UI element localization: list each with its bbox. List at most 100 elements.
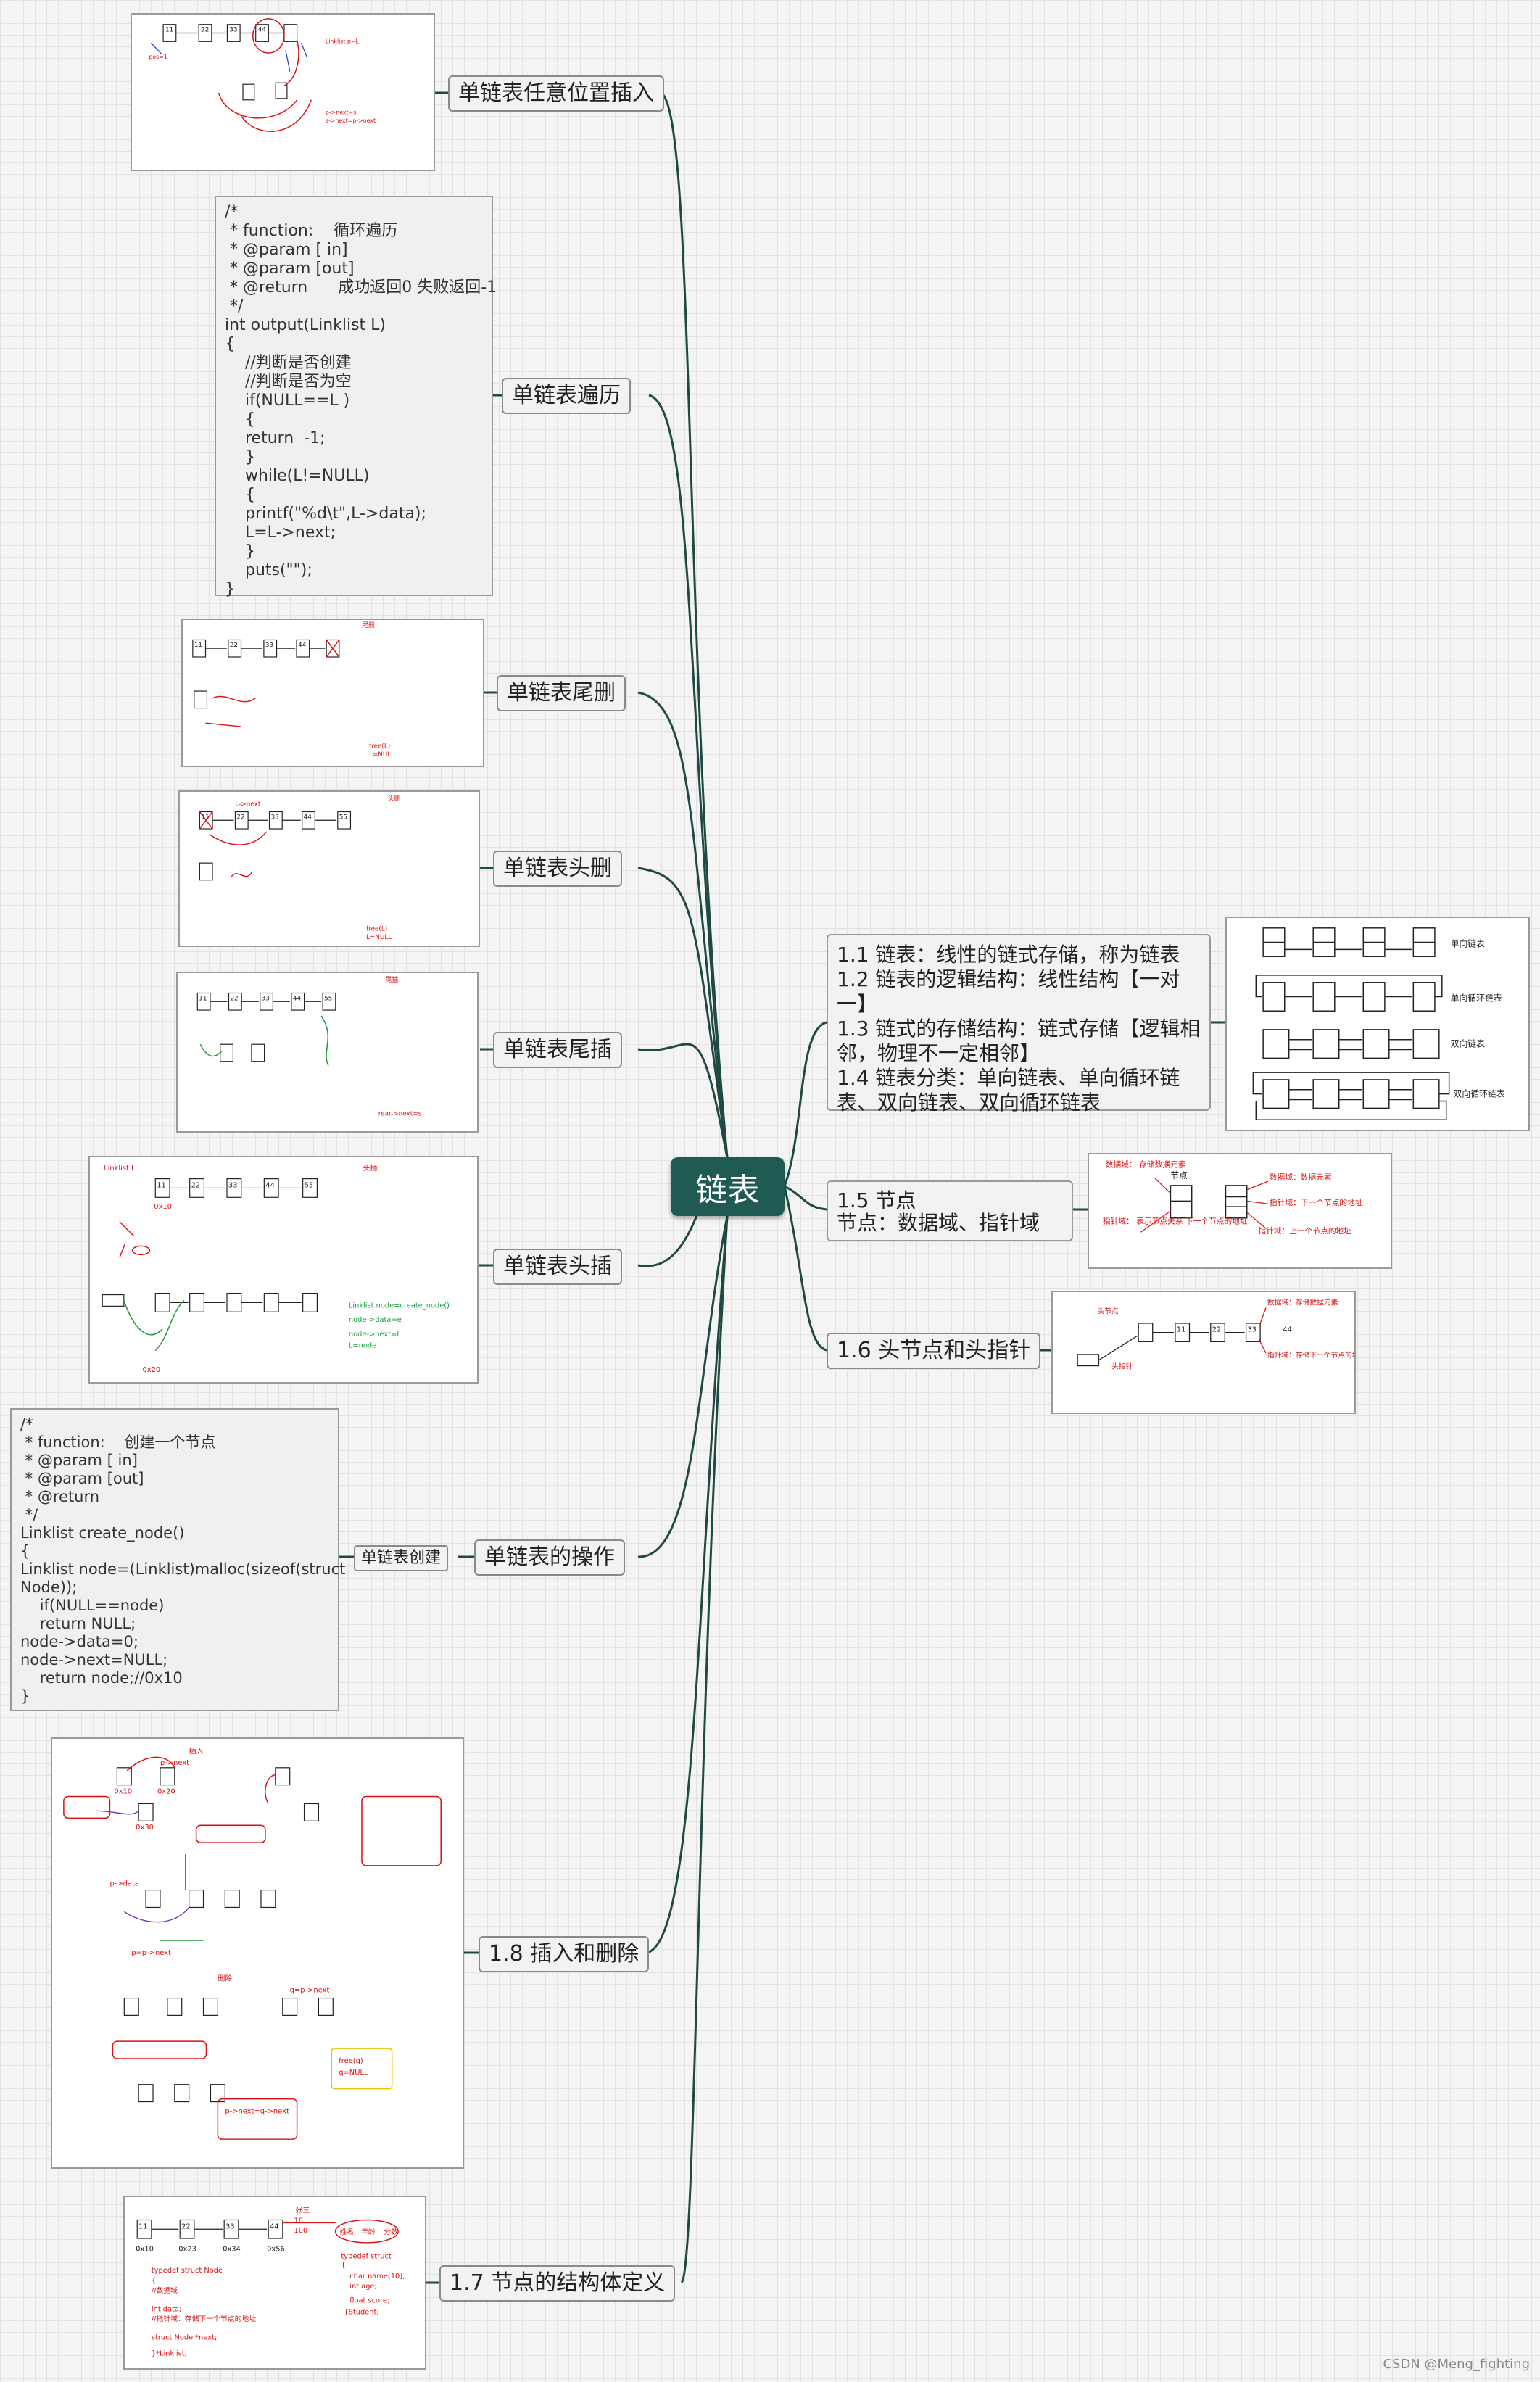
list-type-label: 单向链表 bbox=[1451, 938, 1485, 948]
code-line: Linklist node=create_node() bbox=[349, 1302, 450, 1310]
address-label: 0x10 bbox=[136, 2246, 154, 2254]
subtopic-create[interactable]: 单链表创建 bbox=[354, 1545, 449, 1571]
head-node-label: 头节点 bbox=[1098, 1307, 1119, 1315]
node-label: 33 bbox=[271, 814, 279, 821]
list-type-label: 单向循环链表 bbox=[1451, 993, 1502, 1003]
sketch-title: 头插 bbox=[363, 1163, 378, 1173]
topic-head-insert-label: 单链表头插 bbox=[503, 1254, 612, 1279]
address-label: 0x20 bbox=[143, 1366, 161, 1374]
sketch-head-insert-drawing: 11 22 33 44 55 Linklist L 0x10 0x20 头插 L… bbox=[102, 1163, 450, 1374]
central-topic[interactable]: 链表 bbox=[671, 1157, 785, 1216]
topic-overview[interactable]: 1.1 链表：线性的链式存储，称为链表 1.2 链表的逻辑结构：线性结构【一对一… bbox=[827, 934, 1211, 1115]
struct-line: }*Linklist; bbox=[152, 2349, 187, 2357]
address-label: 0x34 bbox=[223, 2246, 241, 2254]
sketch-tail-delete-drawing: 11 22 33 44 尾删 free(L) L=NULL bbox=[192, 621, 394, 758]
topic-head[interactable]: 1.6 头节点和头指针 bbox=[827, 1333, 1041, 1369]
sketch-title: 插入 bbox=[189, 1746, 204, 1756]
topic-tail-delete[interactable]: 单链表尾删 bbox=[497, 675, 626, 711]
node-label: 11 bbox=[165, 27, 173, 34]
code-line: rear->next=s bbox=[378, 1110, 422, 1117]
sketch-insert-delete: 插入 p->next 0x10 0x20 0x30 删除 p->data p=p… bbox=[51, 1737, 464, 2169]
topic-overview-text: 1.1 链表：线性的链式存储，称为链表 1.2 链表的逻辑结构：线性结构【一对一… bbox=[837, 943, 1201, 1115]
topic-struct-def[interactable]: 1.7 节点的结构体定义 bbox=[439, 2265, 676, 2302]
node-label: 22 bbox=[191, 1181, 201, 1189]
topic-node-text: 1.5 节点 节点：数据域、指针域 bbox=[837, 1188, 1040, 1235]
topic-insert-delete-label: 1.8 插入和删除 bbox=[489, 1941, 639, 1967]
node-label: 55 bbox=[324, 995, 332, 1002]
code-line: s->next=p->next bbox=[326, 117, 376, 124]
topic-operations[interactable]: 单链表的操作 bbox=[474, 1539, 625, 1576]
topic-head-insert[interactable]: 单链表头插 bbox=[493, 1249, 622, 1285]
code-line: L=node bbox=[349, 1342, 376, 1350]
struct-line: int data; bbox=[152, 2305, 181, 2313]
node-label: 22 bbox=[1212, 1326, 1221, 1334]
data-field-label: 数据域：存储数据元素 bbox=[1267, 1298, 1338, 1307]
ptr-field-label: 指针域：存储下一个节点的地址 bbox=[1267, 1350, 1354, 1360]
sketch-insert-any-drawing: 11 22 33 44 pos=1 Linklist p=L p->next=s… bbox=[149, 18, 376, 132]
struct-line: int age; bbox=[349, 2283, 377, 2291]
node-label: 33 bbox=[229, 27, 237, 34]
struct-line: //数据域 bbox=[152, 2286, 178, 2295]
topic-tail-insert[interactable]: 单链表尾插 bbox=[493, 1032, 622, 1068]
address-label: 0x10 bbox=[114, 1788, 132, 1796]
sketch-node-drawing: 节点 数据域： 存储数据元素 指针域： 表示节点关系 下一个节点的地址 数据域：… bbox=[1103, 1160, 1363, 1236]
topic-tail-delete-label: 单链表尾删 bbox=[507, 680, 616, 706]
topic-insert-any-label: 单链表任意位置插入 bbox=[458, 80, 654, 106]
traverse-code-note: /* * function: 循环遍历 * @param [ in] * @pa… bbox=[215, 196, 497, 598]
node-label: 44 bbox=[265, 1181, 275, 1189]
topic-node[interactable]: 1.5 节点 节点：数据域、指针域 bbox=[827, 1180, 1073, 1241]
label: p=p->next bbox=[131, 1949, 171, 1957]
node-label: 44 bbox=[258, 27, 267, 34]
node-label: 11 bbox=[138, 2222, 148, 2230]
label: L->next bbox=[235, 801, 260, 809]
sketch-head-insert: 11 22 33 44 55 Linklist L 0x10 0x20 头插 L… bbox=[88, 1156, 479, 1384]
struct-line: float score; bbox=[349, 2297, 389, 2305]
topic-operations-label: 单链表的操作 bbox=[484, 1544, 615, 1570]
node-label: 22 bbox=[201, 27, 209, 34]
list-type-label: 双向循环链表 bbox=[1454, 1089, 1505, 1099]
sketch-tail-insert: 11 22 33 44 55 尾插 rear->next=s bbox=[176, 972, 479, 1133]
code-line: Linklist p=L bbox=[326, 38, 360, 44]
topic-head-label: 1.6 头节点和头指针 bbox=[837, 1338, 1031, 1363]
sketch-title: 尾插 bbox=[386, 975, 399, 984]
value-label: 18 bbox=[294, 2217, 304, 2225]
topic-head-delete[interactable]: 单链表头删 bbox=[493, 851, 622, 887]
struct-line: typedef struct bbox=[341, 2253, 391, 2261]
sketch-head-delete: 11 22 33 44 55 头删 L->next free(L) L=NULL bbox=[178, 790, 480, 947]
sketch-struct-def-drawing: 11 22 33 44 0x10 0x23 0x34 0x56 typedef … bbox=[136, 2207, 405, 2358]
create-code: /* * function: 创建一个节点 * @param [ in] * @… bbox=[20, 1415, 346, 1705]
node-ptr-left: 指针域： 表示节点关系 下一个节点的地址 bbox=[1103, 1217, 1248, 1226]
code-line: p->next=s bbox=[326, 109, 356, 115]
topic-insert-any[interactable]: 单链表任意位置插入 bbox=[448, 75, 664, 112]
sketch-title: 尾删 bbox=[362, 621, 375, 629]
node-label: 22 bbox=[230, 642, 238, 649]
address-label: 0x56 bbox=[267, 2246, 285, 2254]
struct-line: //指针域：存储下一个节点的地址 bbox=[152, 2314, 256, 2323]
sketch-struct-def: 11 22 33 44 0x10 0x23 0x34 0x56 typedef … bbox=[123, 2196, 426, 2370]
node-label: 11 bbox=[201, 814, 209, 821]
node-label: 44 bbox=[298, 642, 307, 649]
topic-insert-delete[interactable]: 1.8 插入和删除 bbox=[479, 1936, 650, 1972]
sketch-list-types: 单向链表 单向循环链表 双向链表 双向循环链表 bbox=[1225, 917, 1530, 1131]
sketch-list-types-drawing: 单向链表 单向循环链表 双向链表 双向循环链表 bbox=[1252, 927, 1505, 1120]
sketch-insert-any: 11 22 33 44 pos=1 Linklist p=L p->next=s… bbox=[131, 13, 435, 171]
code-line: q=NULL bbox=[339, 2069, 368, 2077]
sketch-tail-insert-drawing: 11 22 33 44 55 尾插 rear->next=s bbox=[196, 975, 422, 1117]
sketch-head-node-drawing: 11 22 33 44 头节点 头指针 数据域：存储数据元素 指针域：存储下一个… bbox=[1077, 1298, 1354, 1370]
topic-traverse[interactable]: 单链表遍历 bbox=[502, 378, 631, 414]
sketch-title: 头删 bbox=[387, 795, 400, 803]
node-label: 22 bbox=[236, 814, 244, 821]
code-line: free(q) bbox=[339, 2057, 363, 2065]
node-label: 33 bbox=[265, 642, 273, 649]
sketch-title: 删除 bbox=[218, 1974, 232, 1983]
sketch-insert-delete-drawing: 插入 p->next 0x10 0x20 0x30 删除 p->data p=p… bbox=[63, 1746, 442, 2140]
label: p->data bbox=[109, 1880, 138, 1888]
field-label: 年龄 bbox=[361, 2227, 376, 2236]
code-line: L=NULL bbox=[369, 751, 394, 758]
node-label: 22 bbox=[230, 995, 238, 1002]
label: Linklist L bbox=[104, 1165, 136, 1173]
topic-traverse-label: 单链表遍历 bbox=[512, 383, 621, 408]
value-label: 100 bbox=[294, 2227, 308, 2235]
topic-head-delete-label: 单链表头删 bbox=[503, 856, 612, 881]
label: q=p->next bbox=[290, 1987, 330, 1995]
